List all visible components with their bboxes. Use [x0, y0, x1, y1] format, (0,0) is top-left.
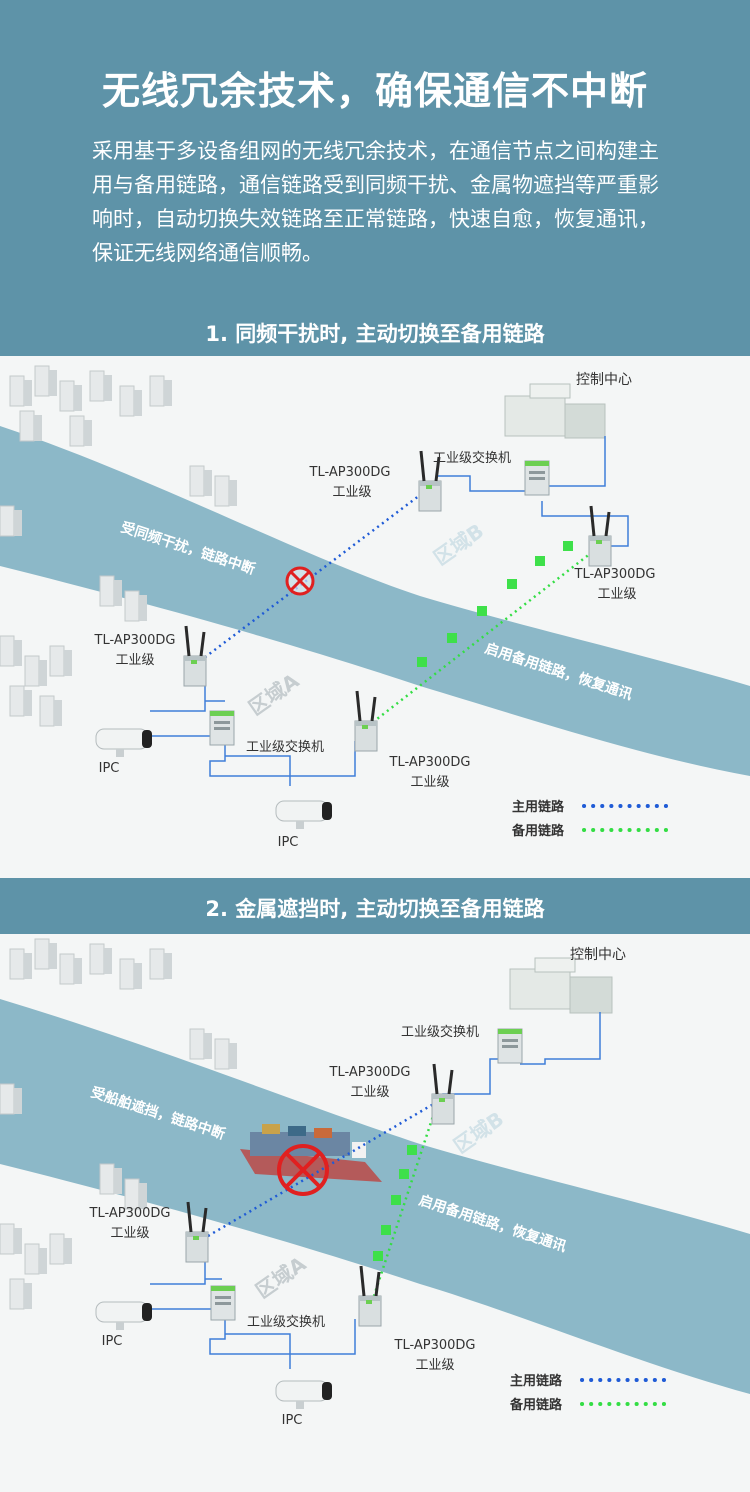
- scenario2-diagram: 控制中心 工业级交换机 TL-AP300DG 工业级 TL-AP300DG 工业…: [0, 934, 750, 1492]
- legend-backup-label: 备用链路: [511, 823, 565, 839]
- ap-top-right-model: TL-AP300DG: [574, 567, 656, 582]
- ap-bottom-right-model: TL-AP300DG: [394, 1338, 476, 1353]
- control-center-label: 控制中心: [576, 372, 632, 388]
- river: [0, 999, 750, 1394]
- switch-bottom: [209, 710, 235, 746]
- ap-top-right-grade: 工业级: [597, 587, 636, 602]
- ap-bottom-left-model: TL-AP300DG: [94, 633, 176, 648]
- switch-top-label: 工业级交换机: [401, 1024, 479, 1040]
- legend-backup-label: 备用链路: [509, 1397, 563, 1413]
- switch-bottom: [210, 1285, 236, 1321]
- ap-bottom-left-model: TL-AP300DG: [89, 1206, 171, 1221]
- legend-main-label: 主用链路: [510, 1373, 563, 1389]
- legend-main-label: 主用链路: [512, 799, 565, 815]
- switch-top: [497, 1028, 523, 1064]
- fault-mark: [277, 1144, 329, 1196]
- ipc-2-label: IPC: [282, 1413, 303, 1428]
- intro-paragraph: 采用基于多设备组网的无线冗余技术，在通信节点之间构建主用与备用链路，通信链路受到…: [92, 139, 659, 265]
- ap-bottom-right-grade: 工业级: [410, 775, 449, 790]
- main-link-line: [199, 485, 433, 662]
- control-center-building: [504, 383, 606, 439]
- ap-bottom-right-model: TL-AP300DG: [389, 755, 471, 770]
- ap-bottom-left-grade: 工业级: [115, 653, 154, 668]
- ipc-2-label: IPC: [278, 835, 299, 850]
- ipc-1-label: IPC: [99, 761, 120, 776]
- ap-bottom-left-grade: 工业级: [110, 1226, 149, 1241]
- control-center-label: 控制中心: [570, 947, 626, 963]
- main-link-line: [207, 1100, 438, 1238]
- header-panel: [0, 0, 750, 356]
- ap-top-grade: 工业级: [350, 1085, 389, 1100]
- switch-bottom-label: 工业级交换机: [247, 1314, 325, 1330]
- backup-link-line: [367, 545, 601, 727]
- ap-bottom-right-grade: 工业级: [415, 1358, 454, 1373]
- scenario1-diagram: 控制中心 工业级交换机 TL-AP300DG 工业级 TL-AP300DG 工业…: [0, 356, 750, 878]
- scenario2-title: 2. 金属遮挡时, 主动切换至备用链路: [205, 897, 545, 921]
- legend: 主用链路 备用链路: [511, 799, 670, 839]
- river: [0, 426, 750, 776]
- ap-top-left-model: TL-AP300DG: [309, 465, 391, 480]
- scenario2-band: [0, 878, 750, 934]
- switch-top: [524, 460, 550, 496]
- ap-top-left-grade: 工业级: [332, 485, 371, 500]
- fault-mark: [285, 566, 315, 596]
- scenario1-title: 1. 同频干扰时, 主动切换至备用链路: [205, 322, 545, 346]
- switch-bottom-label: 工业级交换机: [246, 739, 324, 755]
- switch-top-label: 工业级交换机: [433, 450, 511, 466]
- control-center-building: [509, 957, 613, 1014]
- ipc-1-label: IPC: [102, 1334, 123, 1349]
- container-ship: [240, 1124, 382, 1182]
- legend: 主用链路 备用链路: [509, 1373, 668, 1413]
- ap-top-model: TL-AP300DG: [329, 1065, 411, 1080]
- page-title: 无线冗余技术，确保通信不中断: [101, 69, 648, 113]
